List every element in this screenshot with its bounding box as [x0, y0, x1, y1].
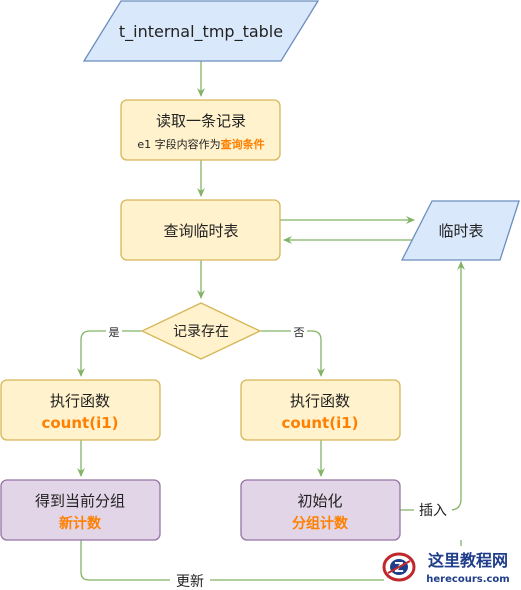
edge-decision-no [260, 330, 325, 377]
input-table-node: t_internal_tmp_table [82, 0, 320, 62]
read-record-subtitle: e1 字段内容作为查询条件 [137, 137, 264, 151]
insert-label-group: 插入 [414, 500, 452, 520]
no-label-group: 否 [291, 324, 307, 339]
init-group-subtitle: 分组计数 [292, 515, 349, 532]
edge-init-insert [400, 261, 465, 511]
read-record-subtitle-prefix: e1 字段内容作为 [137, 137, 220, 151]
query-temp-label: 查询临时表 [163, 222, 238, 240]
update-label: 更新 [176, 574, 204, 590]
get-group-node: 得到当前分组 新计数 [0, 479, 161, 541]
watermark-title: 这里教程网 [428, 551, 508, 570]
yes-label-group: 是 [106, 324, 122, 339]
exec-left-func: count(i1) [41, 414, 118, 432]
watermark-logo: Z 这里教程网 herecours.com [382, 546, 521, 590]
exec-left-title: 执行函数 [50, 392, 110, 410]
input-table-label: t_internal_tmp_table [119, 22, 283, 42]
read-record-subtitle-highlight: 查询条件 [221, 137, 265, 151]
record-exists-decision: 记录存在 [140, 302, 262, 360]
get-group-title: 得到当前分组 [35, 492, 125, 510]
init-group-node: 初始化 分组计数 [240, 479, 401, 541]
temp-table-node: 临时表 [400, 200, 520, 261]
exec-right-func: count(i1) [281, 414, 358, 432]
no-label: 否 [294, 326, 305, 339]
edge-decision-yes [77, 330, 142, 377]
svg-text:Z: Z [394, 561, 403, 576]
exec-left-node: 执行函数 count(i1) [0, 379, 161, 441]
get-group-subtitle: 新计数 [59, 515, 102, 532]
exec-right-title: 执行函数 [290, 392, 350, 410]
yes-label: 是 [109, 326, 120, 339]
exec-right-node: 执行函数 count(i1) [240, 379, 401, 441]
init-group-title: 初始化 [297, 492, 342, 510]
watermark-emblem-icon: Z [382, 552, 416, 582]
insert-label: 插入 [419, 503, 447, 519]
watermark-url: herecours.com [426, 574, 509, 585]
query-temp-node: 查询临时表 [120, 199, 281, 261]
temp-table-label: 临时表 [438, 222, 483, 240]
record-exists-label: 记录存在 [173, 324, 229, 340]
update-label-group: 更新 [170, 571, 210, 590]
read-record-title: 读取一条记录 [156, 112, 246, 130]
read-record-node: 读取一条记录 e1 字段内容作为查询条件 [120, 99, 281, 161]
